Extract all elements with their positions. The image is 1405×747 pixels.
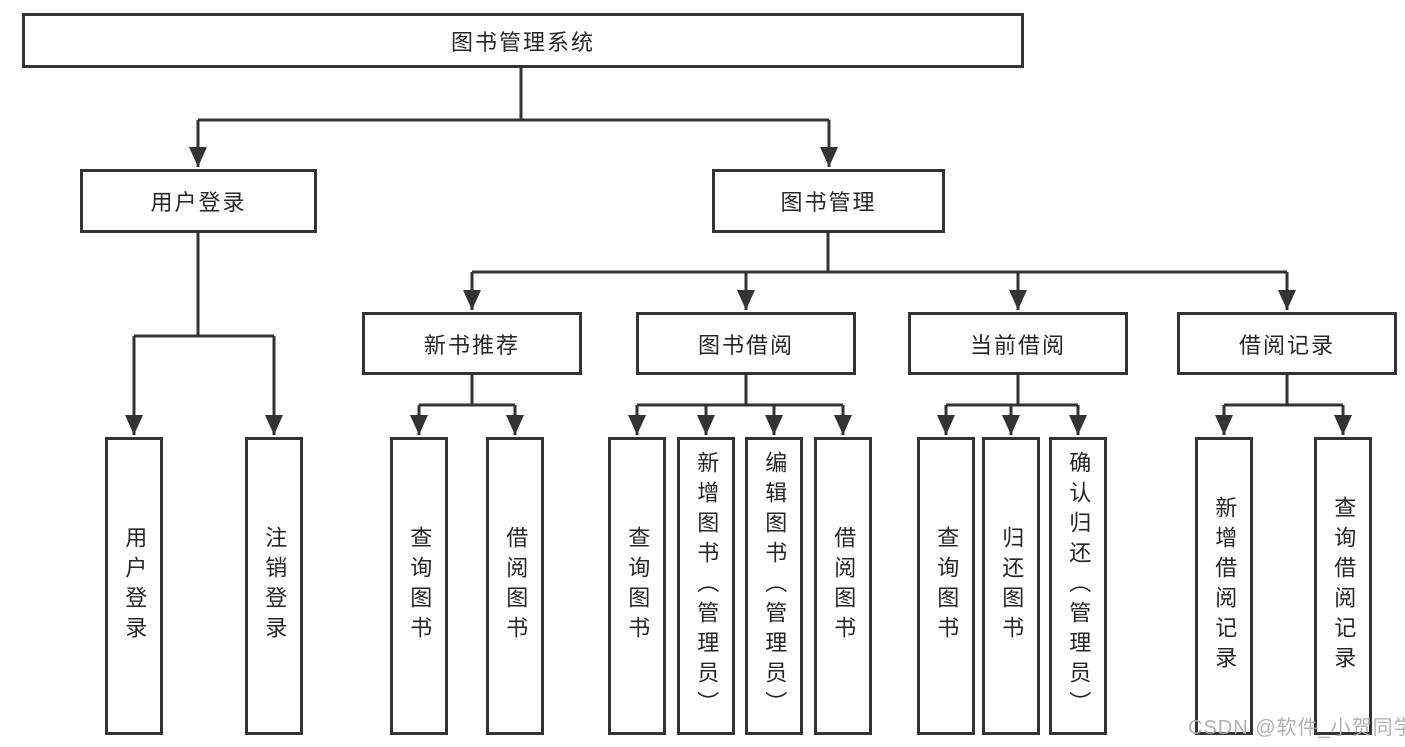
node-new-book-recommend: 新书推荐 — [362, 312, 582, 375]
leaf-logout-label: 注销登录 — [262, 526, 288, 646]
leaf-current-query-books: 查询图书 — [917, 437, 975, 735]
leaf-newrec-borrow-books: 借阅图书 — [486, 437, 544, 735]
leaf-newrec-query-books: 查询图书 — [390, 437, 448, 735]
leaf-borrowing-borrow-books-label: 借阅图书 — [831, 526, 857, 646]
node-root-label: 图书管理系统 — [450, 29, 595, 55]
leaf-borrowing-borrow-books: 借阅图书 — [814, 437, 872, 735]
leaf-query-borrow-record: 查询借阅记录 — [1314, 437, 1372, 735]
leaf-confirm-return-admin: 确认归还（管理员） — [1049, 437, 1107, 735]
leaf-newrec-borrow-books-label: 借阅图书 — [503, 526, 529, 646]
node-current-borrowing-label: 当前借阅 — [969, 332, 1066, 358]
leaf-edit-books-admin-label: 编辑图书（管理员） — [762, 451, 788, 721]
leaf-add-borrow-record-label: 新增借阅记录 — [1212, 496, 1238, 676]
leaf-add-books-admin: 新增图书（管理员） — [677, 437, 735, 735]
node-book-management-label: 图书管理 — [780, 190, 877, 215]
leaf-add-books-admin-label: 新增图书（管理员） — [694, 451, 720, 721]
node-borrow-records: 借阅记录 — [1177, 312, 1397, 375]
node-user-login-label: 用户登录 — [150, 190, 247, 215]
leaf-current-query-books-label: 查询图书 — [934, 526, 960, 646]
leaf-logout: 注销登录 — [245, 437, 303, 735]
node-root: 图书管理系统 — [22, 13, 1024, 68]
node-current-borrowing: 当前借阅 — [908, 312, 1128, 375]
node-new-book-recommend-label: 新书推荐 — [423, 332, 520, 358]
leaf-return-books: 归还图书 — [982, 437, 1040, 735]
leaf-user-login-label: 用户登录 — [122, 526, 148, 646]
node-borrow-records-label: 借阅记录 — [1238, 332, 1335, 358]
leaf-borrowing-query-books: 查询图书 — [608, 437, 666, 735]
leaf-confirm-return-admin-label: 确认归还（管理员） — [1066, 451, 1092, 721]
tree-edges — [125, 68, 1352, 435]
leaf-query-borrow-record-label: 查询借阅记录 — [1331, 496, 1357, 676]
node-book-management: 图书管理 — [712, 169, 945, 233]
node-user-login: 用户登录 — [80, 169, 317, 233]
leaf-edit-books-admin: 编辑图书（管理员） — [745, 437, 803, 735]
leaf-borrowing-query-books-label: 查询图书 — [625, 526, 651, 646]
leaf-add-borrow-record: 新增借阅记录 — [1195, 437, 1253, 735]
leaf-user-login: 用户登录 — [105, 437, 163, 735]
node-book-borrowing-label: 图书借阅 — [697, 332, 794, 358]
leaf-newrec-query-books-label: 查询图书 — [407, 526, 433, 646]
watermark: CSDN @软件_小贺同学 — [1188, 717, 1405, 739]
leaf-return-books-label: 归还图书 — [999, 526, 1025, 646]
node-book-borrowing: 图书借阅 — [636, 312, 856, 375]
